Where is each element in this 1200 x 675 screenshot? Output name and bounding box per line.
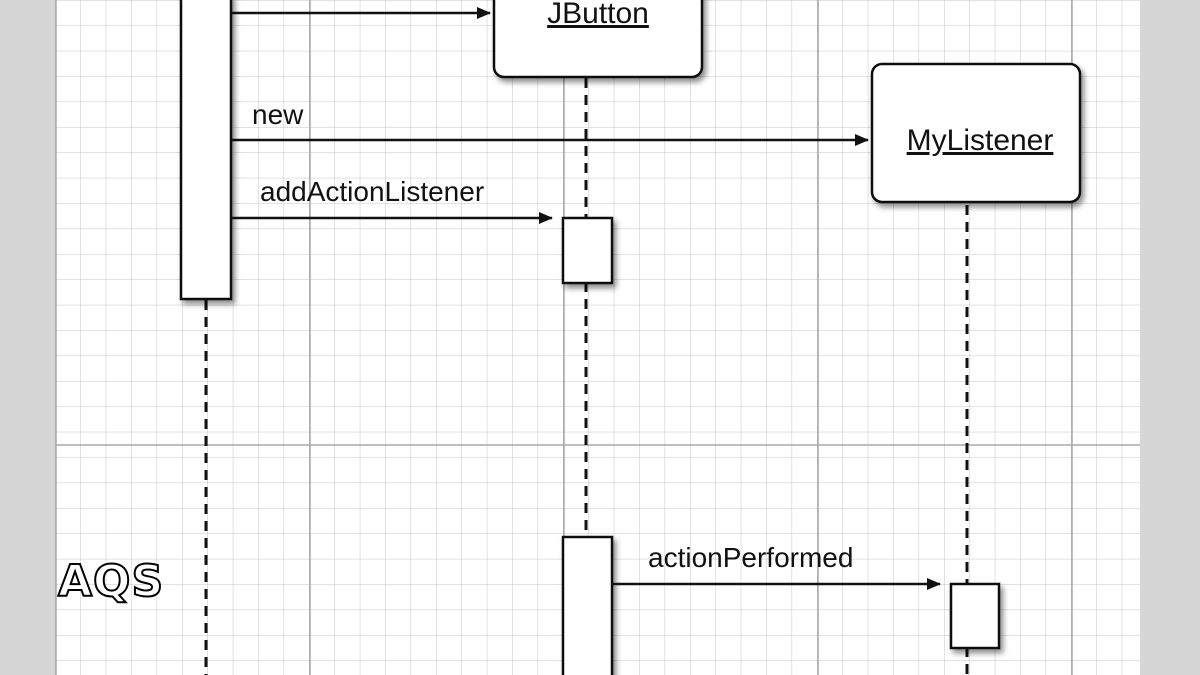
watermark-logo: AQS: [57, 555, 165, 608]
add-action-listener-label: addActionListener: [260, 176, 484, 207]
new-message-label: new: [252, 99, 304, 130]
jbutton-label: JButton: [547, 0, 649, 30]
mylistener-activation: [949, 582, 1001, 650]
mylistener-object: MyListener: [870, 62, 1082, 204]
mylistener-label: MyListener: [907, 124, 1054, 157]
right-margin: [1140, 0, 1200, 675]
action-performed-label: actionPerformed: [648, 542, 853, 573]
caller-activation: [179, 0, 233, 301]
left-margin: [0, 0, 55, 675]
jbutton-activation-event: [561, 535, 614, 675]
jbutton-activation-add: [561, 216, 614, 285]
jbutton-object: JButton: [492, 0, 704, 79]
